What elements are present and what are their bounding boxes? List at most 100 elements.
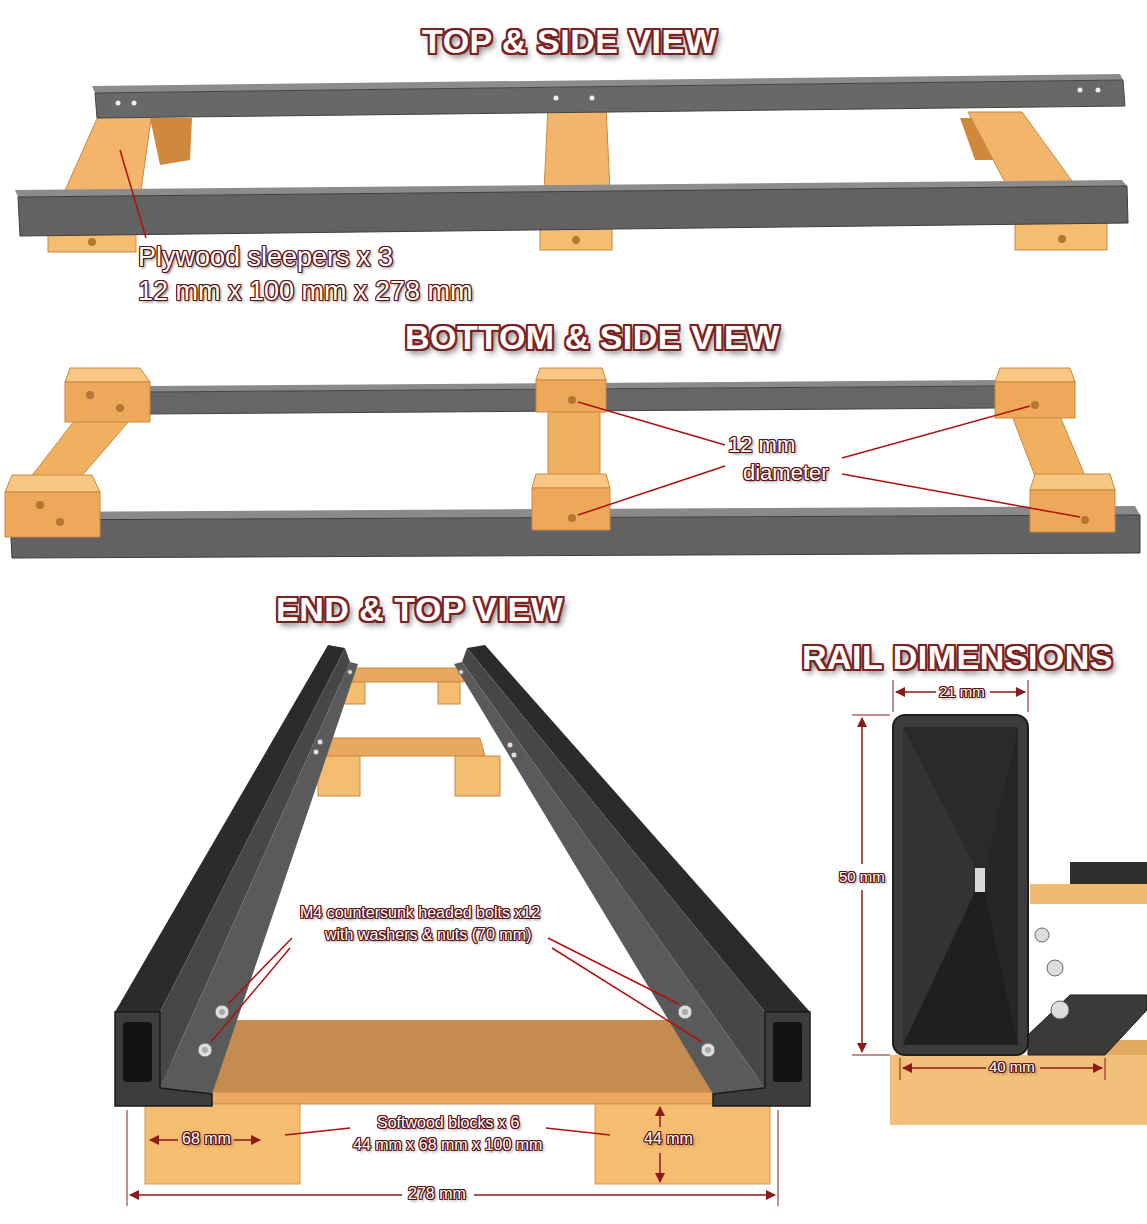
top-side-view-part <box>18 186 1128 236</box>
top-side-view-part <box>544 106 610 192</box>
dimension-note: 12 mm x 100 mm x 278 mm <box>138 276 473 307</box>
end-top-view-part <box>215 1005 229 1019</box>
end-top-view-part <box>313 749 319 755</box>
rail-section-part <box>1051 1001 1069 1019</box>
rail-section-part <box>852 1055 890 1056</box>
dimension-note: 44 mm x 68 mm x 100 mm <box>353 1136 542 1154</box>
end-top-view-part <box>507 742 513 748</box>
rail-section-part <box>852 715 890 716</box>
bottom-side-view-part <box>568 396 576 404</box>
view-heading: TOP & SIDE VIEW <box>422 22 717 61</box>
part-label: M4 countersunk headed bolts x12 <box>300 904 540 922</box>
top-side-view-part <box>1078 88 1083 93</box>
bottom-side-view-part <box>532 474 610 488</box>
end-top-view-part <box>678 1005 692 1019</box>
dimension-label: 68 mm <box>182 1130 231 1148</box>
top-side-view-part <box>968 112 1080 192</box>
top-side-view-part <box>116 101 121 106</box>
bottom-side-view-part <box>1030 474 1115 490</box>
top-side-view-part <box>150 118 192 165</box>
end-top-view-part <box>150 1139 178 1141</box>
part-label: Plywood sleepers x 3 <box>138 242 393 273</box>
view-heading: RAIL DIMENSIONS <box>802 638 1113 677</box>
end-top-view-part <box>234 1139 260 1141</box>
rail-section-part <box>1028 680 1029 712</box>
end-top-view-part <box>341 668 464 682</box>
rail-section-part <box>1035 928 1049 942</box>
top-side-view-part <box>62 112 152 197</box>
bottom-side-view-part <box>568 514 576 522</box>
rail-section-part <box>903 1067 986 1069</box>
end-top-view-part <box>318 738 485 756</box>
end-top-view-part <box>474 1194 775 1196</box>
rail-section-part <box>990 691 1025 693</box>
end-top-view <box>115 645 810 1206</box>
end-top-view-part <box>317 739 323 745</box>
bottom-side-view-part <box>65 382 150 422</box>
bottom-side-view-part <box>1081 516 1089 524</box>
rail-section-part <box>1070 862 1147 884</box>
top-side-view-part <box>132 101 137 106</box>
bottom-side-view-part <box>548 410 600 476</box>
end-top-view-part <box>459 670 464 675</box>
rail-section-part <box>896 691 936 693</box>
bottom-side-view-part <box>36 501 44 509</box>
end-top-view-part <box>198 1043 212 1057</box>
callout-text: 12 mm <box>728 432 795 457</box>
bottom-side-view-part <box>578 466 725 515</box>
end-top-view-part <box>546 1128 610 1135</box>
end-top-view-part <box>659 1153 661 1182</box>
dimension-label: 44 mm <box>644 1130 693 1148</box>
rail-section-part <box>900 1058 901 1080</box>
end-top-view-part <box>202 1047 208 1053</box>
end-top-view-part <box>438 682 460 704</box>
end-top-view-part <box>548 938 679 1004</box>
bottom-side-view-part <box>5 492 100 537</box>
top-side-view-part <box>95 80 1125 118</box>
top-side-view <box>15 74 1128 252</box>
rail-section-part <box>861 718 863 864</box>
bottom-side-view <box>5 368 1140 558</box>
rail-section-part <box>1047 960 1063 976</box>
bottom-side-view-part <box>65 368 150 382</box>
end-top-view-part <box>705 1047 711 1053</box>
end-top-view-part <box>160 648 350 1088</box>
top-side-view-part <box>590 96 595 101</box>
top-side-view-part <box>572 236 580 244</box>
dimension-label: 21 mm <box>939 683 985 700</box>
view-heading: END & TOP VIEW <box>276 590 563 629</box>
rail-section-part <box>975 868 985 892</box>
rail-section-part <box>1040 1067 1102 1069</box>
top-side-view-part <box>554 96 559 101</box>
end-top-view-part <box>659 1107 661 1127</box>
bottom-side-view-part <box>995 368 1075 382</box>
bottom-side-view-part <box>1012 416 1085 476</box>
end-top-view-part <box>115 1012 212 1106</box>
end-top-view-part <box>454 662 765 1094</box>
bottom-side-view-part <box>5 475 100 492</box>
end-top-view-part <box>701 1043 715 1057</box>
bottom-side-view-part <box>116 404 124 412</box>
end-top-view-part <box>552 948 702 1042</box>
bottom-side-view-part <box>578 402 725 445</box>
rail-section-part <box>893 715 1028 1055</box>
end-top-view-part <box>219 1009 225 1015</box>
dimension-label: 278 mm <box>408 1185 466 1203</box>
top-side-view-part <box>1058 235 1066 243</box>
top-side-view-part <box>1096 88 1101 93</box>
dimension-label: 40 mm <box>989 1058 1035 1075</box>
bottom-side-view-part <box>536 368 606 380</box>
end-top-view-part <box>511 752 517 758</box>
end-top-view-part <box>228 938 292 1004</box>
top-side-view-part <box>88 238 96 246</box>
rail-section-part <box>890 1055 1147 1125</box>
end-top-view-part <box>682 1009 688 1015</box>
end-top-view-part <box>285 1128 350 1135</box>
end-top-view-part <box>773 1022 802 1082</box>
end-top-view-part <box>713 1012 810 1106</box>
dimension-label: 50 mm <box>839 868 885 885</box>
end-top-view-part <box>211 948 290 1042</box>
callout-text: diameter <box>743 460 829 485</box>
